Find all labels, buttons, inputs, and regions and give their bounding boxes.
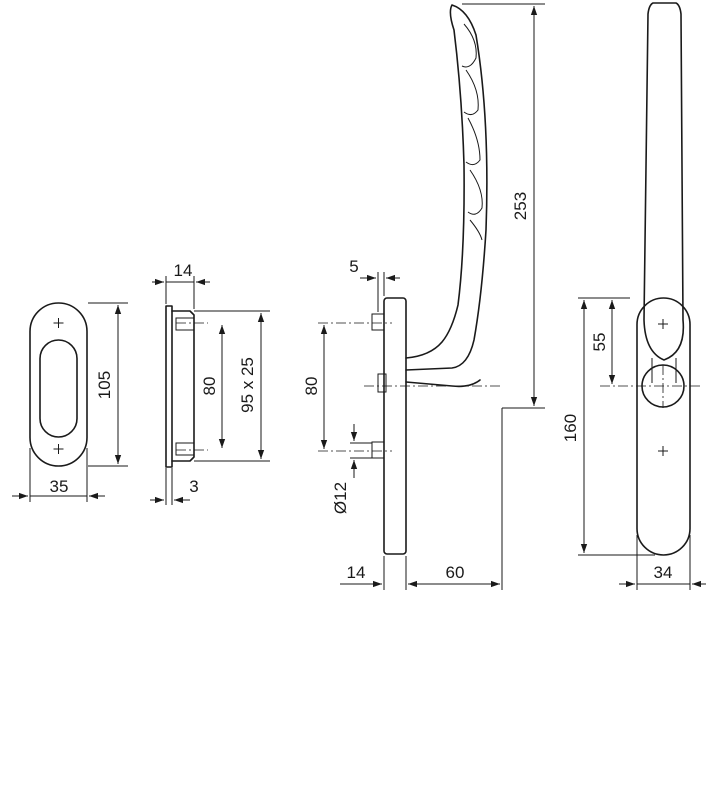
- rosette-side-view: 14 3 80 95 x 25: [150, 261, 270, 505]
- front-screw-mark-top: [658, 319, 668, 329]
- screw-mark-bottom: [53, 444, 64, 454]
- handle-spindle-block: [377, 373, 387, 393]
- dimension-label-35: 35: [50, 477, 69, 496]
- dimension-label-55: 55: [590, 333, 609, 352]
- screw-mark-top: [53, 318, 64, 328]
- side-insert: [171, 310, 195, 462]
- dimension-label-diameter-12: Ø12: [331, 482, 350, 514]
- dimension-label-95x25: 95 x 25: [238, 357, 257, 413]
- dimension-label-80-handle: 80: [302, 377, 321, 396]
- side-bolt-top: [175, 317, 195, 331]
- handle-base-plate: [383, 297, 407, 555]
- rosette-front-view: 105 35: [12, 302, 128, 502]
- rosette-outline: [29, 302, 88, 467]
- side-bolt-bottom: [175, 442, 195, 456]
- handle-lever: [405, 4, 488, 371]
- dimension-label-253: 253: [511, 192, 530, 220]
- front-screw-mark-bottom: [658, 446, 668, 456]
- side-plate: [165, 305, 173, 468]
- handle-side-view: 5 80 Ø12 14 60 253: [302, 3, 545, 590]
- dimension-label-14-handle: 14: [347, 563, 366, 582]
- front-lever: [643, 2, 685, 361]
- handle-neck: [405, 379, 481, 388]
- dimension-label-105: 105: [95, 371, 114, 399]
- handle-front-view: 55 160 34: [561, 2, 706, 590]
- dimension-label-14-side: 14: [174, 261, 193, 280]
- dimension-label-34: 34: [654, 563, 673, 582]
- front-base-plate: [636, 297, 691, 556]
- handle-bolt-bottom: [371, 441, 385, 459]
- dimension-label-80-side: 80: [200, 377, 219, 396]
- dimension-label-60: 60: [446, 563, 465, 582]
- dimension-label-3: 3: [189, 477, 198, 496]
- dimension-label-5: 5: [349, 257, 358, 276]
- handle-bolt-top: [371, 313, 385, 331]
- dimension-label-160: 160: [561, 414, 580, 442]
- rosette-slot: [39, 339, 78, 438]
